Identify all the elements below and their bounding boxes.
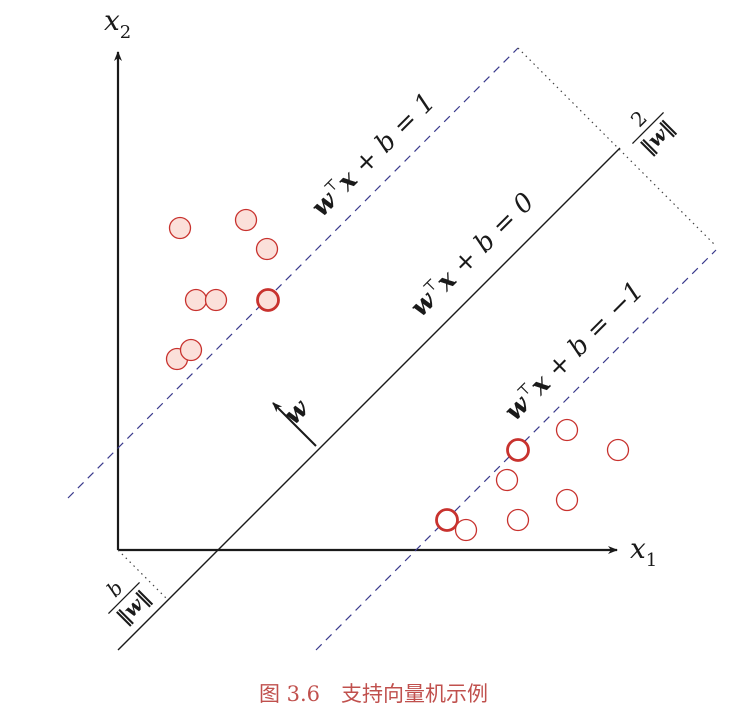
figure-caption: 图 3.6 支持向量机示例 [258,682,489,706]
margin-measure-dotted [517,47,717,247]
negative-support-vector [506,438,530,462]
negative-sample-point [555,488,579,512]
negative-sample-point [495,468,519,492]
x-axis-label: x1 [630,532,657,571]
decision-boundary [117,147,621,651]
margin-width-fraction-bar [631,111,665,145]
normal-vector-arrow [272,402,317,447]
positive-sample-point [255,237,279,261]
negative-support-vector [435,508,459,532]
positive-support-vector [256,288,280,312]
positive-sample-point [234,208,258,232]
lower-margin-equation: w⊤x + b = −1 [497,274,649,426]
decision-boundary-equation: w⊤x + b = 0 [403,186,540,323]
upper-margin-equation: w⊤x + b = 1 [304,86,441,223]
negative-sample-point [506,508,530,532]
sample-points [165,208,630,542]
y-axis-label: x2 [104,4,131,43]
offset-fraction-bar [107,581,141,615]
margin-width-label: 2 ‖w‖ [626,106,679,159]
negative-sample-point [555,418,579,442]
normal-vector-label: w [278,393,316,431]
negative-sample-point [606,438,630,462]
negative-sample-point [454,518,478,542]
positive-sample-point [179,338,203,362]
positive-sample-point [204,288,228,312]
offset-measure-dotted [117,549,169,601]
positive-sample-point [168,216,192,240]
positive-sample-point [184,288,208,312]
